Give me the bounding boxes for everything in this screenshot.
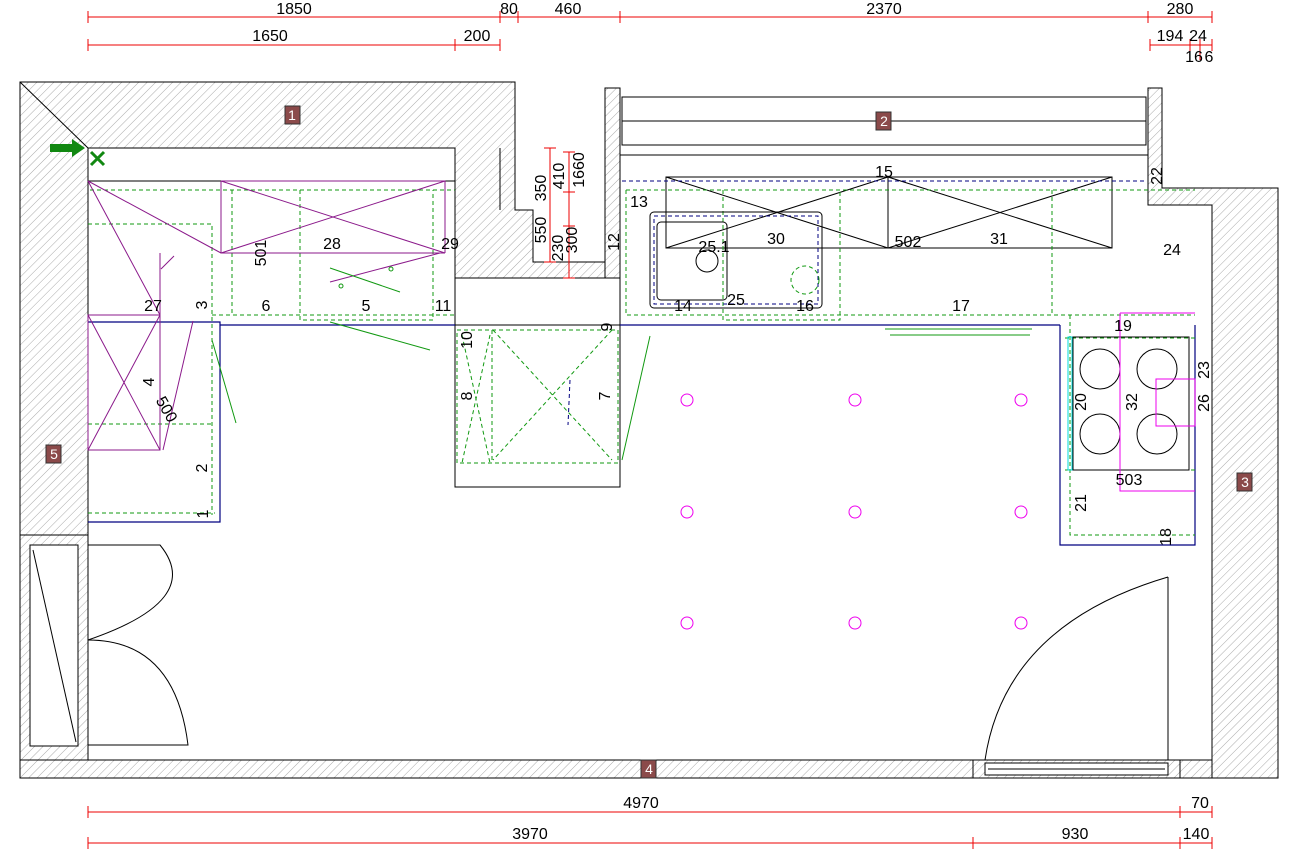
- dim-top2-1650: 1650: [252, 28, 288, 45]
- light-icon: [848, 393, 862, 407]
- item-label: 501: [253, 240, 270, 267]
- dim-bottom2-140: 140: [1183, 826, 1210, 843]
- item-label: 31: [990, 231, 1008, 248]
- light-icon: [680, 393, 694, 407]
- wall-badge-5[interactable]: 5: [50, 446, 58, 462]
- dim-niche-230: 230: [550, 235, 567, 262]
- dim-top2-16: 16: [1185, 49, 1203, 66]
- item-label: 5: [362, 298, 371, 315]
- light-icon: [848, 616, 862, 630]
- item-label: 8: [459, 391, 476, 400]
- light-icon: [680, 505, 694, 519]
- item-label: 2: [194, 463, 211, 472]
- dim-top-280: 280: [1167, 1, 1194, 18]
- hob: [1072, 336, 1190, 471]
- dim-top-2370: 2370: [866, 1, 902, 18]
- item-label: 1: [195, 509, 212, 518]
- dim-niche-550: 550: [533, 217, 550, 244]
- light-icon: [1014, 505, 1028, 519]
- dim-top-1850: 1850: [276, 1, 312, 18]
- item-label: 16: [796, 298, 814, 315]
- light-icon: [680, 616, 694, 630]
- item-label: 11: [435, 298, 452, 315]
- dimension-labels: 1850 80 460 2370 280 1650 200 194 24 16 …: [252, 1, 1213, 843]
- dim-niche-1660: 1660: [571, 152, 588, 188]
- item-label: 12: [606, 233, 623, 251]
- dim-bottom-4970: 4970: [623, 795, 659, 812]
- dim-top-460: 460: [555, 1, 582, 18]
- item-label: 4: [141, 377, 158, 386]
- dim-bottom2-3970: 3970: [512, 826, 548, 843]
- dim-top2-194: 194: [1157, 28, 1184, 45]
- light-icon: [1014, 616, 1028, 630]
- arrow-right-icon: [50, 139, 85, 157]
- dim-bottom2-930: 930: [1062, 826, 1089, 843]
- item-label: 30: [767, 231, 785, 248]
- wall-badge-4[interactable]: 4: [645, 761, 653, 777]
- wall-badge-1[interactable]: 1: [288, 107, 296, 123]
- item-label: 502: [895, 234, 922, 251]
- item-label: 20: [1073, 393, 1090, 411]
- sink: [649, 211, 823, 309]
- left-cabinets: [87, 180, 651, 523]
- wall-right: [1147, 87, 1279, 779]
- item-label: 6: [262, 298, 271, 315]
- item-label: 10: [459, 331, 476, 349]
- top-cabinets: [620, 176, 1195, 336]
- light-icon: [848, 505, 862, 519]
- item-label: 25.1: [698, 239, 729, 256]
- item-label: 14: [674, 298, 692, 315]
- item-label: 27: [144, 298, 162, 315]
- hob-unit: [1059, 312, 1196, 546]
- wall-bottom: [19, 759, 1213, 779]
- item-label: 9: [599, 322, 616, 331]
- item-label: 503: [1116, 472, 1143, 489]
- wall-badge-2[interactable]: 2: [880, 113, 888, 129]
- wall-badge-3[interactable]: 3: [1241, 474, 1249, 490]
- item-label: 29: [441, 236, 459, 253]
- item-label: 13: [630, 194, 648, 211]
- dim-top2-6: 6: [1205, 49, 1214, 66]
- ceiling-lights: [680, 393, 1028, 630]
- item-label: 26: [1196, 394, 1213, 412]
- item-labels: 1 2 3 4 500 501 27 6 5 11 28 29 10 8 7 9…: [141, 164, 1213, 546]
- doors: [87, 544, 1169, 761]
- dim-niche-300: 300: [564, 227, 581, 254]
- item-label: 500: [152, 394, 180, 426]
- dim-niche-350: 350: [533, 175, 550, 202]
- item-label: 15: [875, 164, 893, 181]
- close-x-icon: [89, 150, 106, 167]
- item-label: 21: [1073, 494, 1090, 512]
- light-icon: [1014, 393, 1028, 407]
- dimension-lines: [87, 11, 1213, 849]
- wall-badges[interactable]: 1 2 3 4 5: [45, 105, 1253, 779]
- dim-top2-200: 200: [464, 28, 491, 45]
- item-label: 22: [1149, 167, 1166, 185]
- item-label: 28: [323, 236, 341, 253]
- item-label: 18: [1158, 528, 1175, 546]
- item-label: 25: [727, 292, 745, 309]
- dim-bottom-70: 70: [1191, 795, 1209, 812]
- item-label: 19: [1114, 318, 1132, 335]
- item-label: 24: [1163, 242, 1181, 259]
- item-label: 17: [952, 298, 970, 315]
- item-label: 7: [597, 391, 614, 400]
- origin-marker: [50, 139, 106, 167]
- item-label: 3: [194, 300, 211, 309]
- item-label: 23: [1196, 361, 1213, 379]
- walls: [19, 81, 1279, 779]
- dim-top-80: 80: [500, 1, 518, 18]
- dim-niche-410: 410: [551, 163, 568, 190]
- item-label: 32: [1124, 393, 1141, 411]
- dim-top2-24: 24: [1189, 28, 1207, 45]
